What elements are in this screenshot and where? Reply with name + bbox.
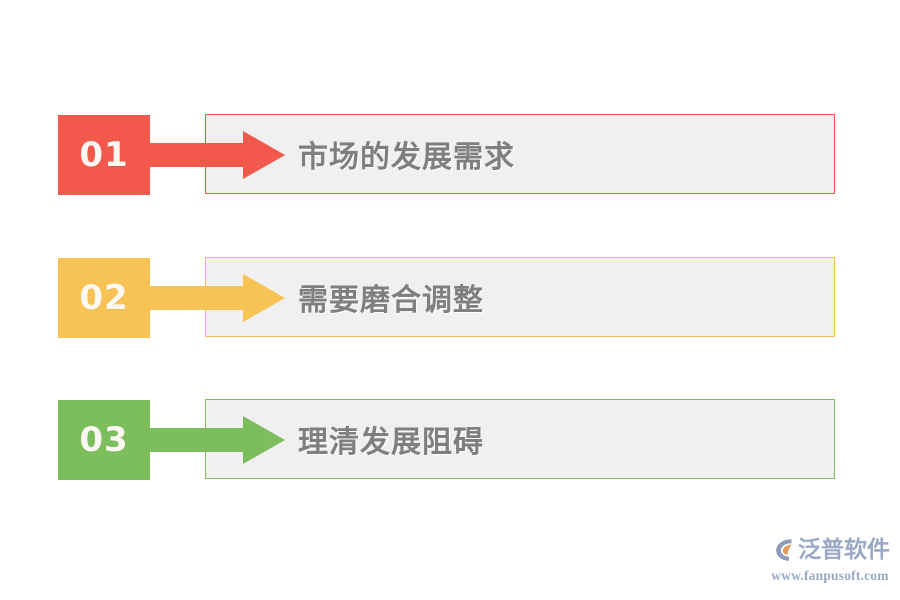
arrow-right-icon — [145, 131, 285, 179]
step-row: 01 市场的发展需求 — [0, 114, 900, 196]
watermark-logo: 泛普软件 www.fanpusoft.com — [768, 534, 892, 586]
arrow-right-icon — [145, 416, 285, 464]
step-panel — [205, 399, 835, 479]
watermark-row: 泛普软件 — [768, 534, 892, 566]
step-label: 需要磨合调整 — [298, 283, 484, 318]
step-row: 02 需要磨合调整 — [0, 257, 900, 339]
step-panel — [205, 257, 835, 337]
step-number: 03 — [79, 420, 129, 460]
step-number-badge: 03 — [58, 400, 150, 480]
step-number-badge: 02 — [58, 258, 150, 338]
fanpu-c-logo-icon — [768, 536, 796, 564]
step-number: 01 — [79, 135, 129, 175]
step-row: 03 理清发展阻碍 — [0, 399, 900, 481]
step-panel — [205, 114, 835, 194]
watermark-brand-text: 泛普软件 — [798, 536, 890, 563]
arrow-right-icon — [145, 274, 285, 322]
step-label: 理清发展阻碍 — [298, 425, 484, 460]
step-number-badge: 01 — [58, 115, 150, 195]
watermark-url-text: www.fanpusoft.com — [771, 568, 889, 583]
step-label: 市场的发展需求 — [298, 140, 515, 175]
step-number: 02 — [79, 278, 129, 318]
